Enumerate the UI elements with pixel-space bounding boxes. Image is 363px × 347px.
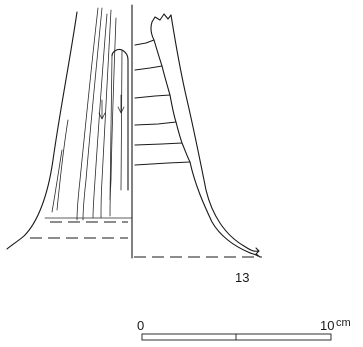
striation-line [82,7,103,221]
figure-number: 13 [235,270,249,285]
striation-line [100,9,112,219]
striation-line [109,17,117,217]
striation-line [76,7,99,221]
section-outer-contour [170,14,259,252]
section-profile [134,13,262,258]
outer-contour-line [6,11,78,250]
down-arrow-icon [98,99,106,120]
section-inner-contour [189,161,259,257]
scale-start-label: 0 [137,318,144,333]
broken-edge-line [151,13,172,23]
exterior-profile [6,7,133,250]
striation-line [92,13,108,219]
insert-strip-edge [109,55,113,201]
scale-end-label: 10 [320,318,334,333]
striation-line [56,119,69,211]
down-arrow-icon [117,94,125,114]
scale-bar-outline [141,333,332,341]
insert-strip-edge [120,49,123,191]
scale-bar: 0 10 cm [137,317,351,341]
broken-edge-line [255,247,261,258]
scale-unit-label: cm [336,317,351,329]
striation-line [51,149,63,213]
stepped-inner-contour [134,21,191,166]
